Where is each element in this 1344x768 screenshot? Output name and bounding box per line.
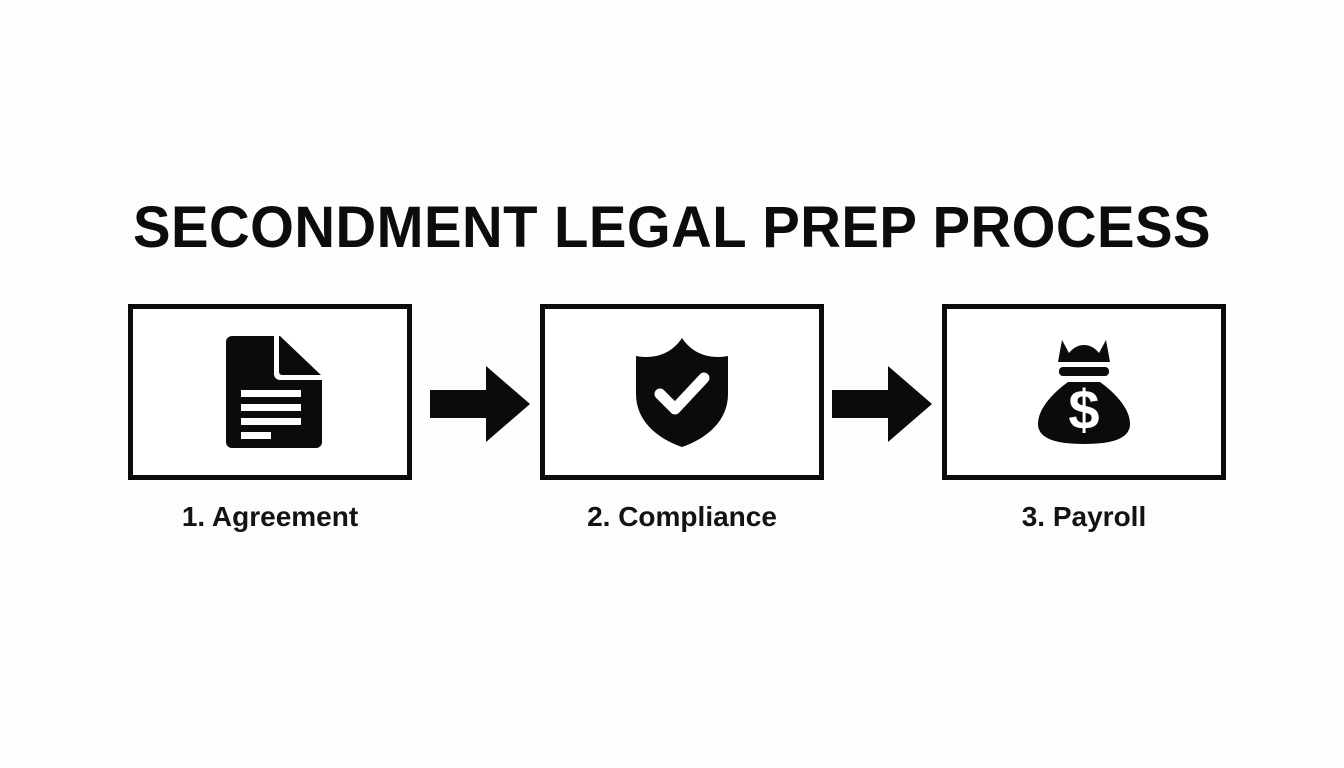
process-step-compliance[interactable]: 2. Compliance (540, 304, 824, 533)
step-box (128, 304, 412, 480)
document-icon (218, 336, 322, 448)
process-flow: 1. Agreement 2. Compliance (128, 304, 1226, 544)
page-title: SECONDMENT LEGAL PREP PROCESS (132, 194, 1211, 260)
step-label: 3. Payroll (1021, 501, 1147, 532)
right-arrow-icon (832, 366, 932, 442)
shield-check-icon (630, 336, 734, 448)
step-label: 1. Agreement (181, 501, 359, 532)
process-step-agreement[interactable]: 1. Agreement (128, 304, 412, 533)
process-step-payroll[interactable]: $ 3. Payroll (942, 304, 1226, 533)
right-arrow-icon (430, 366, 530, 442)
money-bag-icon: $ (1032, 336, 1136, 448)
step-box (540, 304, 824, 480)
svg-text:$: $ (1068, 378, 1099, 441)
step-box: $ (942, 304, 1226, 480)
step-label: 2. Compliance (587, 501, 777, 532)
